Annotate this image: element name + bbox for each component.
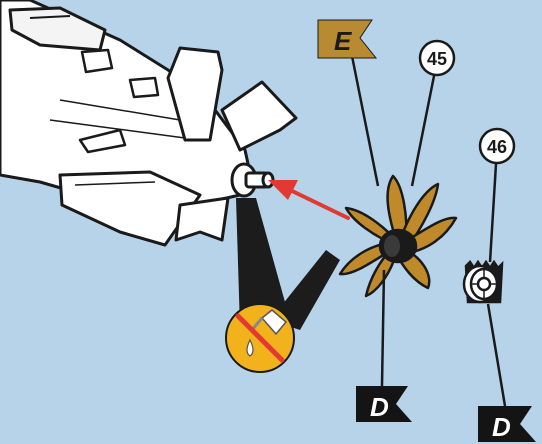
step-badge-46: 46 [478,127,516,165]
flag-e-label: E [334,26,352,56]
propeller-shaft [230,162,275,198]
step-badge-45: 45 [418,39,456,77]
tail-plane-right [220,80,298,152]
flag-d-left: D [356,386,412,422]
flag-d-left-label: D [370,392,389,422]
leader-lines [350,55,507,407]
flag-e: E [317,19,378,59]
leader-flag-d-left [380,269,386,387]
step-number-45: 45 [427,49,447,69]
step-number-46: 46 [487,137,507,157]
assembly-arrow [268,180,350,220]
flag-d-right: D [478,406,536,442]
spinner-part [462,259,504,304]
tail-plane-left [58,170,202,247]
leader-flag-e [350,55,380,187]
no-glue-icon [225,303,295,373]
leader-flag-d-right [486,303,507,407]
detail-callout-cone [236,198,340,330]
leader-45 [410,65,438,187]
flag-d-right-label: D [492,412,511,442]
tail-fin-lower [174,196,230,242]
propeller-part [338,174,458,298]
aircraft-fuselage [0,0,254,207]
leader-46 [488,163,498,263]
tail-fin-upper [166,46,224,142]
